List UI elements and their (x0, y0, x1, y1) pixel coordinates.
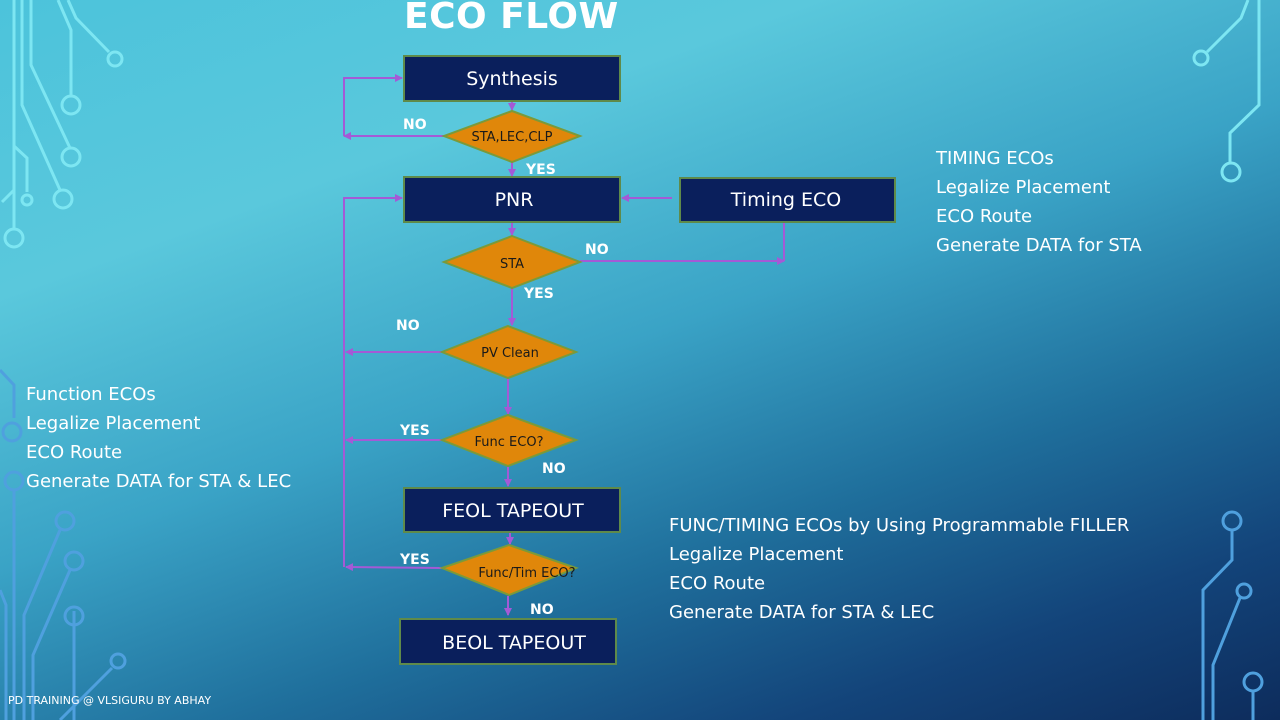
circuit-trace-top-right (1192, 0, 1261, 183)
note-line: Generate DATA for STA & LEC (26, 471, 292, 492)
note-line: Generate DATA for STA (936, 235, 1142, 256)
decision-sta: STA (441, 234, 583, 290)
circuit-trace-bottom-left (0, 368, 127, 720)
box-beol-tapeout-label: BEOL TAPEOUT (442, 632, 586, 654)
decision-pv-clean: PV Clean (439, 324, 579, 380)
edge-label-sta-lec-clp-yes: YES (525, 162, 556, 178)
box-pnr: PNR (403, 176, 621, 223)
note-line: ECO Route (936, 206, 1033, 227)
decision-pv-clean-label: PV Clean (481, 346, 539, 361)
note-line: ECO Route (669, 573, 766, 594)
decision-sta-label: STA (500, 257, 524, 272)
note-line: FUNC/TIMING ECOs by Using Programmable F… (669, 515, 1130, 536)
note-line: TIMING ECOs (936, 148, 1054, 169)
decision-sta-lec-clp: STA,LEC,CLP (441, 109, 583, 164)
page-title: ECO FLOW (404, 0, 619, 37)
decision-func-tim-eco: Func/Tim ECO? (439, 543, 579, 597)
note-line: Legalize Placement (26, 413, 201, 434)
edge-label-func-tim-eco-no: NO (530, 602, 554, 618)
notes-filler-eco: FUNC/TIMING ECOs by Using Programmable F… (669, 511, 1129, 627)
note-line: ECO Route (26, 442, 123, 463)
arrow-loop-to-synthesis (343, 74, 403, 136)
return-bus (343, 194, 403, 567)
note-line: Legalize Placement (936, 177, 1111, 198)
notes-function-eco: Function ECOs Legalize Placement ECO Rou… (26, 380, 291, 496)
edge-label-sta-yes: YES (523, 286, 554, 302)
box-beol-tapeout: BEOL TAPEOUT (399, 618, 617, 665)
edge-label-func-eco-yes: YES (399, 423, 430, 439)
box-timing-eco-label: Timing ECO (730, 189, 841, 211)
box-synthesis: Synthesis (403, 55, 621, 102)
circuit-trace-bottom-right (1201, 510, 1264, 720)
notes-timing-eco: TIMING ECOs Legalize Placement ECO Route… (936, 144, 1142, 260)
edge-label-sta-lec-clp-no: NO (403, 117, 427, 133)
edge-label-func-eco-no: NO (542, 461, 566, 477)
edge-label-pv-clean-no: NO (396, 318, 420, 334)
box-feol-tapeout-label: FEOL TAPEOUT (442, 500, 584, 522)
arrow-func-tim-eco-yes (345, 563, 443, 572)
note-line: Generate DATA for STA & LEC (669, 602, 935, 623)
box-feol-tapeout: FEOL TAPEOUT (403, 487, 621, 533)
box-timing-eco: Timing ECO (679, 177, 896, 223)
circuit-trace-top-left (0, 0, 124, 249)
footer-credit: PD TRAINING @ VLSIGURU BY ABHAY (8, 694, 212, 707)
edge-label-func-tim-eco-yes: YES (399, 552, 430, 568)
decision-sta-lec-clp-label: STA,LEC,CLP (471, 130, 552, 145)
decision-func-tim-eco-label: Func/Tim ECO? (478, 566, 575, 581)
box-pnr-label: PNR (495, 189, 534, 211)
edge-label-sta-no: NO (585, 242, 609, 258)
box-synthesis-label: Synthesis (466, 68, 558, 90)
decision-func-eco: Func ECO? (439, 413, 579, 468)
note-line: Function ECOs (26, 384, 156, 405)
note-line: Legalize Placement (669, 544, 844, 565)
decision-func-eco-label: Func ECO? (475, 435, 544, 450)
